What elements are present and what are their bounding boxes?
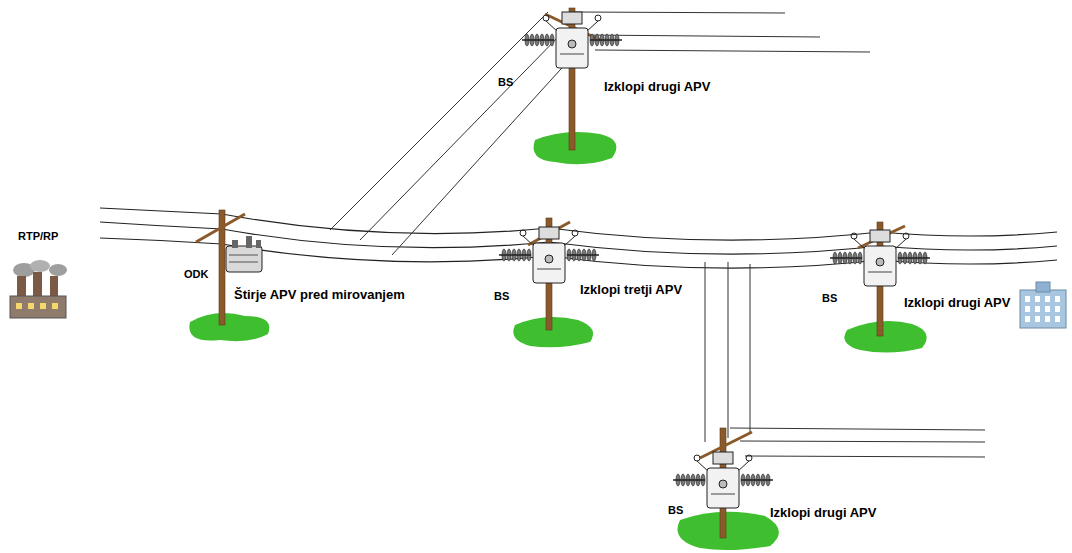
recloser-symbol xyxy=(522,12,622,68)
recloser-symbol xyxy=(499,227,599,283)
poles xyxy=(219,8,883,538)
device-note: Izklopi drugi APV xyxy=(604,80,710,95)
device-tag: BS xyxy=(822,292,837,305)
device-tag: BS xyxy=(498,76,513,89)
device-tag: BS xyxy=(668,504,683,517)
transformer xyxy=(226,236,262,272)
recloser-symbol xyxy=(830,230,930,286)
device-note: Izklopi drugi APV xyxy=(904,296,1010,311)
device-tag: ODK xyxy=(184,268,208,281)
device-note: Izklopi tretji APV xyxy=(580,283,682,298)
reclosers xyxy=(499,12,930,508)
power-plant-icon xyxy=(10,260,67,318)
recloser-symbol xyxy=(673,452,773,508)
device-note: Izklopi drugi APV xyxy=(770,506,876,521)
device-tag: BS xyxy=(494,290,509,303)
device-note: Štirje APV pred mirovanjem xyxy=(234,288,405,303)
device-tag: RTP/RP xyxy=(18,230,58,243)
building-icon xyxy=(1020,282,1066,328)
grass xyxy=(189,132,926,550)
branch-lines xyxy=(330,12,985,457)
crossarms xyxy=(196,14,905,458)
